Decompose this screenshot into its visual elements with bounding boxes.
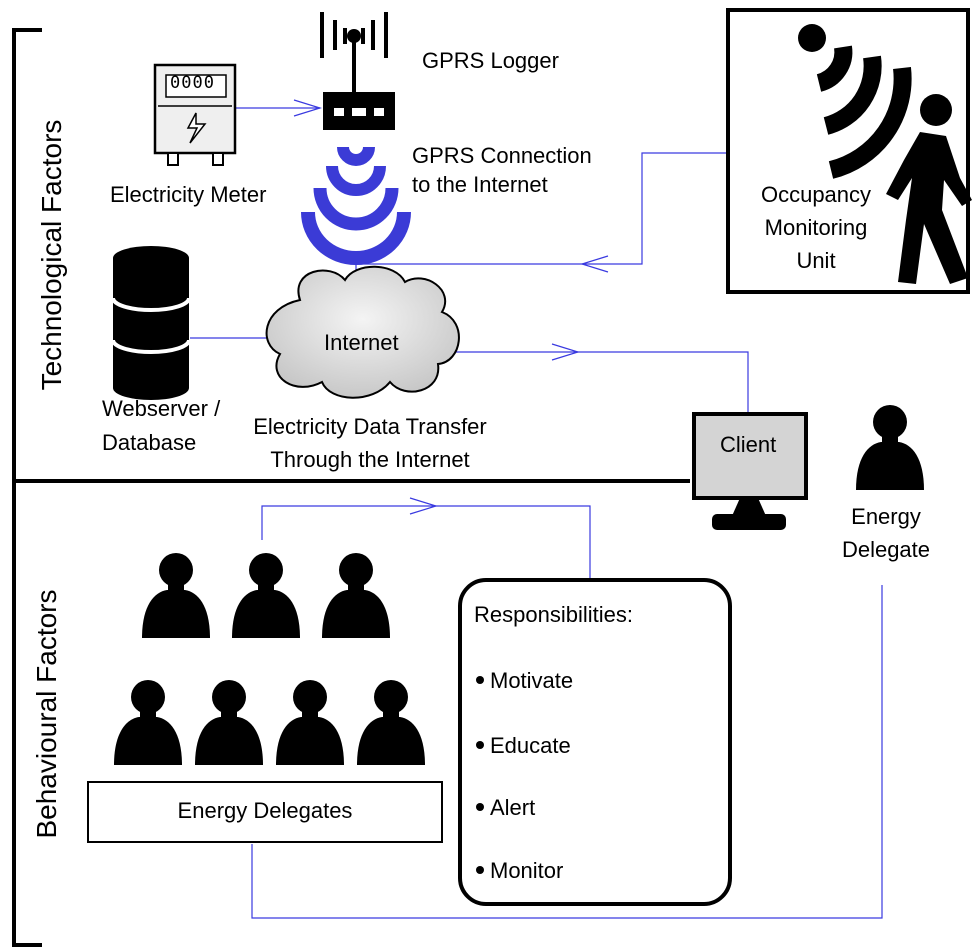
responsibility-item-4: Monitor [476, 858, 563, 884]
delegate-icon-5 [195, 680, 263, 765]
energy-delegates-box [87, 781, 443, 843]
delegate-icon-4 [114, 680, 182, 765]
transfer-label-line2: Through the Internet [270, 447, 470, 472]
delegate-icon-6 [276, 680, 344, 765]
occupancy-monitoring-unit [726, 8, 972, 294]
meter-to-logger-arrow [293, 99, 323, 117]
gprs-signal-icon [301, 146, 411, 265]
gprs-logger-label: GPRS Logger [422, 48, 559, 73]
client-monitor-icon [692, 412, 808, 530]
responsibility-item-2: Educate [476, 733, 571, 759]
energy-delegates-label: Energy Delegates [177, 798, 353, 823]
delegate-icon-2 [232, 553, 300, 638]
energy-delegate-label-line1: Energy [851, 504, 921, 529]
technological-factors-label: Technological Factors [36, 119, 67, 391]
gprs-connection-label-line2: to the Internet [412, 172, 548, 197]
occupancy-label-line3: Unit [796, 248, 836, 273]
gprs-connection-label-line1: GPRS Connection [412, 143, 592, 168]
gprs-logger-icon [320, 12, 395, 130]
internet-cloud-icon [265, 265, 460, 399]
bullet-icon [476, 866, 484, 875]
responsibilities-title: Responsibilities: [474, 602, 633, 627]
energy-delegates-group [114, 553, 425, 765]
occupancy-to-internet-arrow [579, 255, 609, 273]
electricity-meter-icon [153, 63, 237, 166]
transfer-label-line1: Electricity Data Transfer [253, 414, 487, 439]
webserver-label-line2: Database [102, 430, 197, 455]
connector-lines [190, 99, 883, 919]
occupancy-signal-icon [798, 24, 912, 179]
bullet-icon [476, 676, 484, 685]
behavioural-factors-label: Behavioural Factors [31, 589, 62, 839]
database-icon [111, 246, 191, 400]
occupancy-label-line1: Occupancy [760, 182, 872, 207]
section-bracket [12, 28, 690, 947]
energy-delegate-label-line2: Delegate [841, 537, 931, 562]
client-label: Client [720, 432, 777, 457]
delegate-icon-7 [357, 680, 425, 765]
responsibility-item-1: Motivate [476, 668, 573, 694]
responsibilities-box [458, 578, 732, 906]
occupancy-to-internet-line [355, 152, 728, 278]
internet-label: Internet [324, 330, 399, 355]
meter-display: 0000 [170, 73, 215, 93]
internet-to-client-arrow [551, 343, 581, 361]
webserver-label-line1: Webserver / [102, 396, 221, 421]
walking-person-icon [886, 94, 972, 284]
electricity-meter-label: Electricity Meter [110, 182, 267, 207]
occupancy-label-line2: Monitoring [764, 215, 868, 240]
delegate-icon-3 [322, 553, 390, 638]
responsibility-item-3: Alert [476, 795, 535, 821]
energy-delegate-icon [856, 405, 924, 490]
delegates-feedback-arrow [409, 497, 439, 515]
delegates-feedback-line [261, 505, 591, 580]
bullet-icon [476, 741, 484, 750]
internet-to-client-line [450, 351, 749, 414]
delegate-icon-1 [142, 553, 210, 638]
delegate-to-delegates-line [251, 585, 883, 919]
bullet-icon [476, 803, 484, 812]
